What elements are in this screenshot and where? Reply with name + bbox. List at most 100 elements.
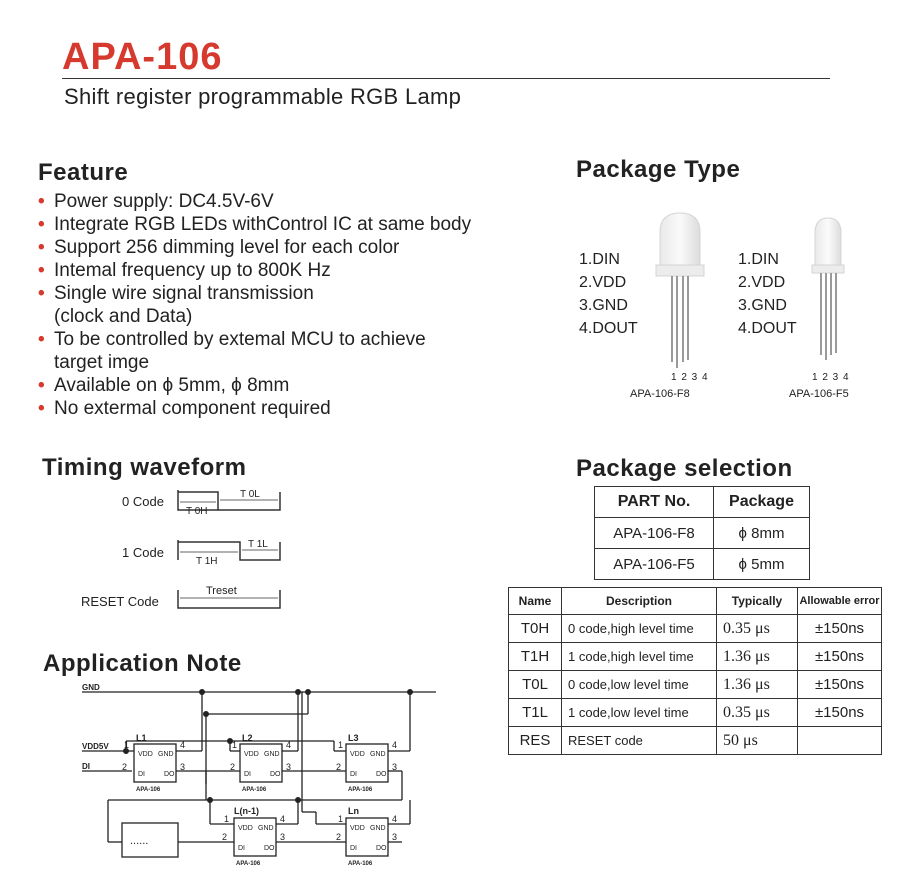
table-row: T1H 1 code,high level time 1.36 μs ±150n…: [508, 642, 882, 671]
bullet-icon: •: [38, 214, 45, 235]
svg-text:1: 1: [338, 740, 343, 750]
bullet-icon: •: [38, 329, 45, 350]
svg-text:DO: DO: [264, 845, 275, 852]
svg-text:4: 4: [392, 740, 397, 750]
table-row: T1L 1 code,low level time 0.35 μs ±150ns: [508, 698, 882, 727]
svg-text:3: 3: [280, 832, 285, 842]
bullet-icon: •: [38, 398, 45, 419]
t1l-label: T 1L: [248, 539, 268, 550]
t0l-label: T 0L: [240, 489, 260, 500]
di-label: DI: [82, 762, 90, 771]
svg-text:......: ......: [130, 835, 148, 847]
table-cell: ϕ 5mm: [713, 548, 810, 580]
bullet-icon: •: [38, 191, 45, 212]
svg-text:GND: GND: [158, 751, 174, 758]
svg-text:DI: DI: [244, 771, 251, 778]
feature-item: •Single wire signal transmission: [38, 283, 314, 304]
feature-item: •Intemal frequency up to 800K Hz: [38, 260, 331, 281]
svg-text:L1: L1: [136, 733, 147, 743]
bullet-icon: •: [38, 260, 45, 281]
svg-text:DO: DO: [376, 845, 387, 852]
page-subtitle: Shift register programmable RGB Lamp: [64, 84, 462, 109]
bullet-icon: •: [38, 283, 45, 304]
svg-text:2: 2: [230, 762, 235, 772]
application-circuit-diagram: GND VDD5V DI L1 VDD GND DI DO APA-106 1 2 3…: [82, 684, 436, 867]
svg-text:L(n-1): L(n-1): [234, 806, 259, 816]
svg-text:1: 1: [232, 740, 237, 750]
svg-text:L2: L2: [242, 733, 253, 743]
svg-text:2: 2: [336, 762, 341, 772]
timing-heading: Timing waveform: [42, 454, 247, 481]
table-cell: ϕ 8mm: [713, 517, 810, 549]
f5-caption: APA-106-F5: [789, 388, 849, 400]
svg-text:4: 4: [286, 740, 291, 750]
feature-item: •To be controlled by extemal MCU to achi…: [38, 329, 426, 350]
svg-text:3: 3: [180, 762, 185, 772]
feature-item: •Available on ϕ 5mm, ϕ 8mm: [38, 375, 290, 396]
bullet-icon: •: [38, 375, 45, 396]
svg-text:4: 4: [180, 740, 185, 750]
feature-item-continued: target imge: [54, 352, 150, 373]
svg-text:DO: DO: [270, 771, 281, 778]
f8-pin-numbers: 1 2 3 4: [671, 372, 709, 383]
svg-text:DI: DI: [350, 771, 357, 778]
timing-parameter-table: Name Description Typically Allowable err…: [508, 587, 882, 755]
title-divider: [62, 78, 830, 79]
feature-item-continued: (clock and Data): [54, 306, 193, 327]
treset-label: Treset: [206, 585, 237, 597]
svg-text:3: 3: [392, 762, 397, 772]
svg-text:2: 2: [222, 832, 227, 842]
feature-item: •Support 256 dimming level for each colo…: [38, 237, 400, 258]
svg-text:DO: DO: [376, 771, 387, 778]
feature-item: •Integrate RGB LEDs withControl IC at sa…: [38, 214, 472, 235]
svg-text:2: 2: [336, 832, 341, 842]
svg-text:DI: DI: [238, 845, 245, 852]
svg-text:1: 1: [338, 814, 343, 824]
gnd-label: GND: [82, 684, 100, 692]
svg-text:DO: DO: [164, 771, 175, 778]
svg-text:Ln: Ln: [348, 806, 359, 816]
svg-text:GND: GND: [370, 825, 386, 832]
t0h-label: T 0H: [186, 506, 208, 517]
table-cell: APA-106-F5: [594, 548, 714, 580]
code0-label: 0 Code: [122, 494, 164, 509]
f8-pin-list: 1.DIN 2.VDD 3.GND 4.DOUT: [579, 251, 638, 337]
svg-text:VDD: VDD: [350, 825, 365, 832]
application-note-heading: Application Note: [43, 650, 242, 677]
svg-text:APA-106: APA-106: [242, 787, 267, 793]
vdd5v-label: VDD5V: [82, 742, 109, 751]
table-row: T0L 0 code,low level time 1.36 μs ±150ns: [508, 670, 882, 699]
svg-text:L3: L3: [348, 733, 359, 743]
reset-label: RESET Code: [81, 594, 159, 609]
svg-text:GND: GND: [264, 751, 280, 758]
svg-text:3: 3: [392, 832, 397, 842]
svg-text:GND: GND: [258, 825, 274, 832]
svg-text:DI: DI: [350, 845, 357, 852]
column-header: Name: [508, 587, 562, 615]
bullet-icon: •: [38, 237, 45, 258]
code1-label: 1 Code: [122, 545, 164, 560]
f8-caption: APA-106-F8: [630, 388, 690, 400]
table-row: RES RESET code 50 μs: [508, 726, 882, 755]
feature-item: •No extermal component required: [38, 398, 331, 419]
svg-text:2: 2: [122, 762, 127, 772]
column-header: Allowable error: [797, 587, 882, 615]
svg-text:3: 3: [286, 762, 291, 772]
package-type-heading: Package Type: [576, 156, 741, 183]
column-header: PART No.: [594, 486, 714, 518]
table-row: APA-106-F5 ϕ 5mm: [594, 548, 810, 580]
package-selection-heading: Package selection: [576, 455, 793, 482]
svg-text:1: 1: [124, 740, 129, 750]
table-cell: APA-106-F8: [594, 517, 714, 549]
svg-text:VDD: VDD: [350, 751, 365, 758]
t1h-label: T 1H: [196, 556, 218, 567]
svg-text:APA-106: APA-106: [136, 787, 161, 793]
led-f5-illustration: [811, 217, 845, 360]
svg-text:1: 1: [224, 814, 229, 824]
column-header: Package: [713, 486, 810, 518]
f5-pin-list: 1.DIN 2.VDD 3.GND 4.DOUT: [738, 251, 797, 337]
package-selection-table: PART No. Package APA-106-F8 ϕ 8mm APA-10…: [594, 486, 810, 580]
f5-pin-numbers: 1 2 3 4: [812, 372, 850, 383]
svg-text:VDD: VDD: [238, 825, 253, 832]
column-header: Description: [561, 587, 717, 615]
